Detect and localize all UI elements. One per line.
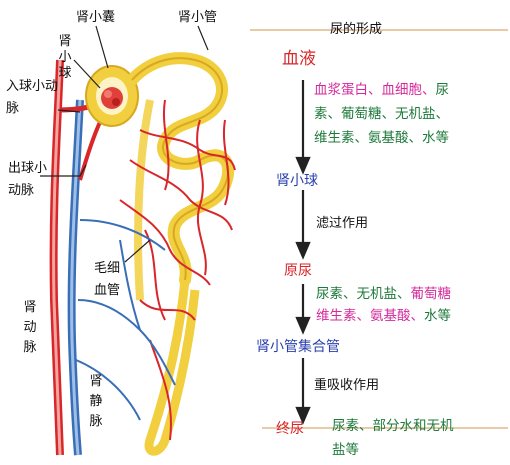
bowman-capsule-label: 肾小囊 — [76, 10, 115, 26]
blood-heading: 血液 — [282, 44, 316, 69]
primary-urine-heading: 原尿 — [284, 260, 312, 280]
primary-components-line2: 维生素、氨基酸、水等 — [316, 304, 451, 324]
final-urine-heading: 终尿 — [276, 418, 304, 438]
renal-tubule-label: 肾小管 — [178, 10, 217, 26]
filtration-label: 滤过作用 — [316, 212, 368, 231]
renal-vein-label: 肾静脉 — [88, 372, 104, 432]
glomerulus-shape — [101, 87, 123, 109]
reabsorption-label: 重吸收作用 — [314, 374, 379, 393]
final-components-line2: 盐等 — [332, 438, 359, 458]
blood-components-line2: 素、葡萄糖、无机盐、 — [314, 102, 449, 122]
blood-components-line1: 血浆蛋白、血细胞、尿 — [314, 78, 449, 98]
primary-components-line1: 尿素、无机盐、葡萄糖 — [316, 282, 451, 302]
glomerulus-label: 肾小球 — [57, 34, 73, 82]
glomerulus-step: 肾小球 — [276, 170, 318, 190]
afferent-arteriole-label: 入球小动脉 — [6, 76, 70, 120]
capillaries-label: 毛细血管 — [94, 258, 130, 302]
efferent-arteriole-label: 出球小动脉 — [8, 158, 48, 202]
collecting-duct-step: 肾小管集合管 — [256, 336, 340, 356]
flow-title: 尿的形成 — [330, 18, 382, 37]
blood-components-line3: 维生素、氨基酸、水等 — [314, 126, 449, 146]
renal-artery-label: 肾动脉 — [22, 298, 38, 358]
flow-arrows — [297, 80, 309, 422]
final-components-line1: 尿素、部分水和无机 — [332, 414, 454, 434]
